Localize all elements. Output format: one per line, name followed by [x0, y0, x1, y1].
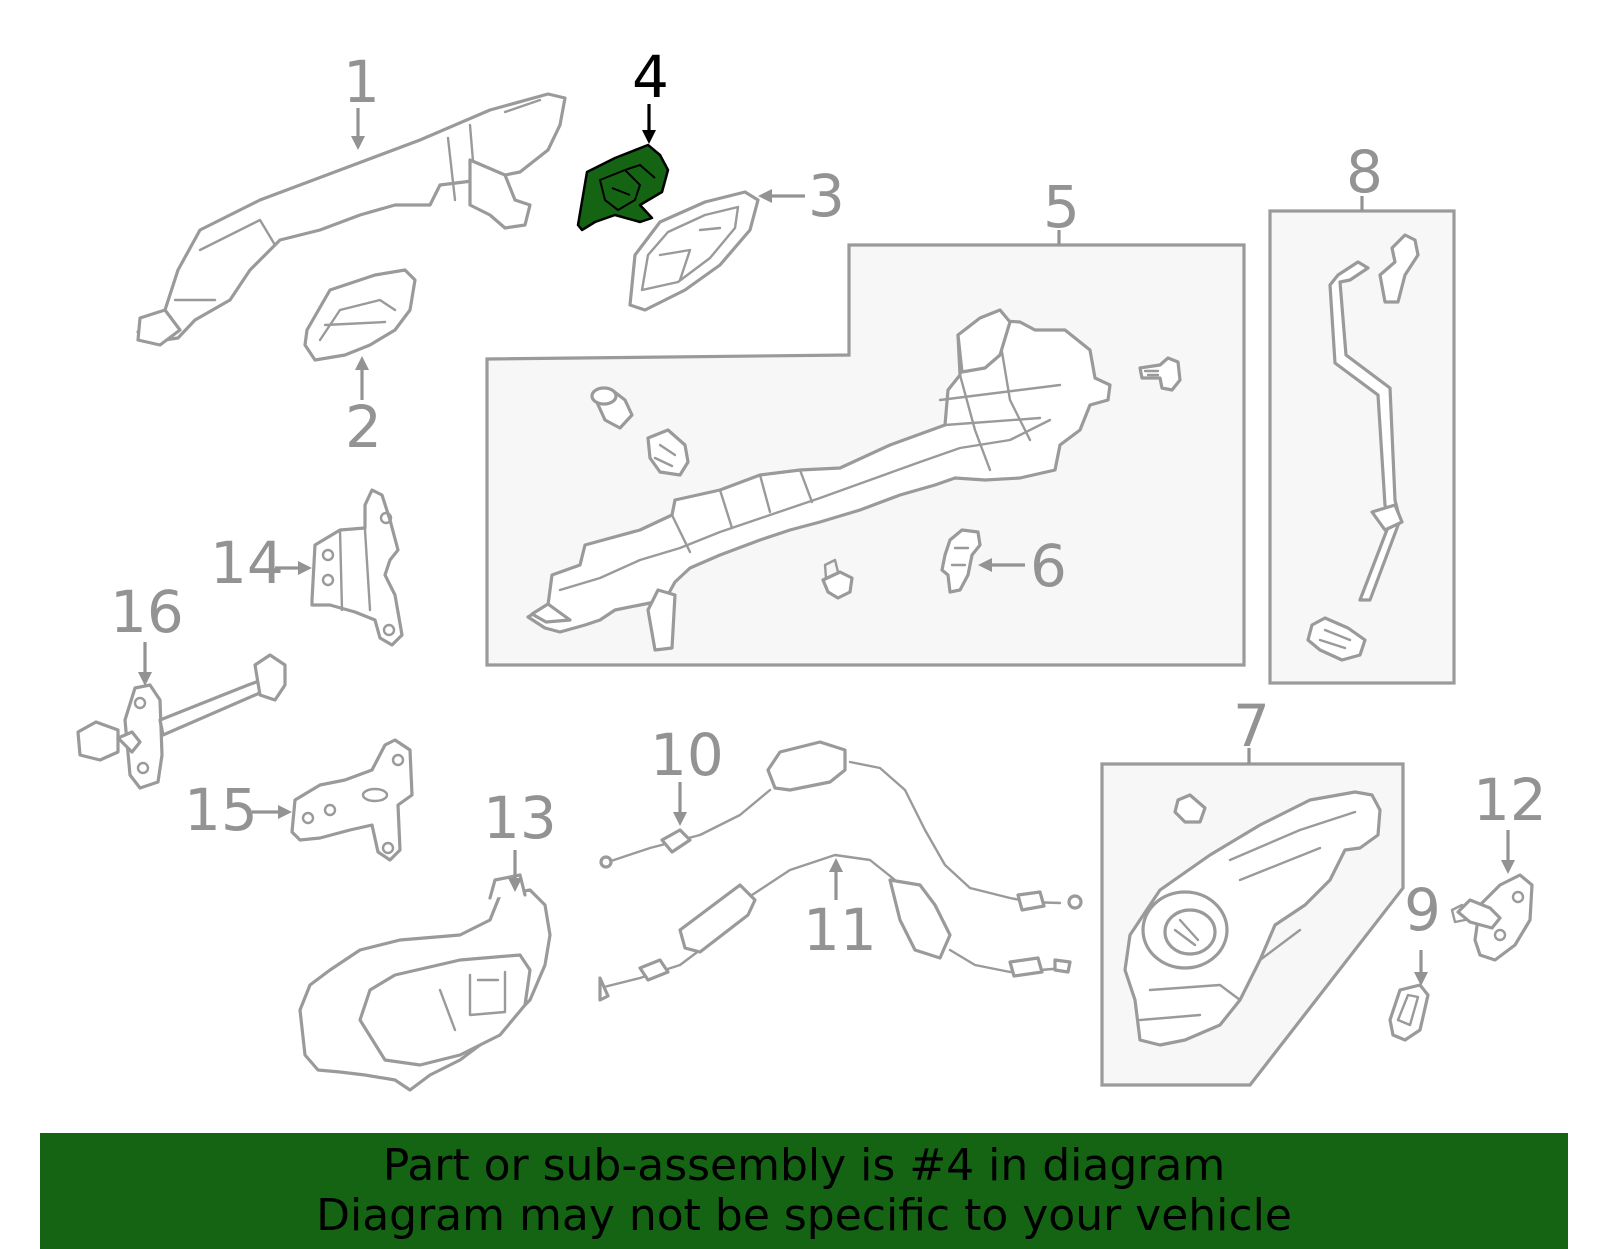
part-4-handle-cap[interactable]	[576, 143, 670, 232]
callout-14: 14	[210, 529, 284, 597]
callout-7: 7	[1233, 692, 1270, 760]
callout-12: 12	[1473, 766, 1547, 834]
callout-13: 13	[483, 784, 557, 852]
callout-6: 6	[1030, 532, 1067, 600]
info-banner: Part or sub-assembly is #4 in diagram Di…	[40, 1133, 1568, 1249]
callout-2: 2	[345, 393, 382, 461]
callout-8: 8	[1346, 138, 1383, 206]
subassembly-box-8	[1268, 209, 1456, 685]
fastener-screw-a	[1138, 356, 1182, 392]
callout-4: 4	[632, 43, 669, 111]
callout-10: 10	[650, 721, 724, 789]
part-13-inside-handle[interactable]	[298, 873, 552, 1092]
arrow-12	[1501, 830, 1515, 874]
arrow-1	[351, 108, 365, 150]
arrow-14	[275, 561, 312, 575]
part-9-striker-cover[interactable]	[1388, 983, 1430, 1042]
part-16-door-check[interactable]	[76, 653, 287, 790]
part-6-retainer[interactable]	[940, 528, 982, 594]
part-7-door-latch[interactable]	[1123, 790, 1382, 1047]
fastener-clip-a	[590, 386, 634, 430]
part-1-outside-handle[interactable]	[136, 92, 567, 347]
banner-line-1: Part or sub-assembly is #4 in diagram	[382, 1140, 1226, 1191]
fastener-clip-b	[646, 428, 690, 477]
part-11-cable[interactable]	[598, 853, 1072, 1002]
part-10-cable[interactable]	[599, 740, 1083, 912]
part-15-hinge[interactable]	[290, 738, 414, 862]
arrow-16	[138, 642, 152, 686]
callout-3: 3	[808, 162, 845, 230]
part-3-gasket[interactable]	[628, 190, 760, 312]
arrow-2	[355, 356, 369, 400]
arrow-10	[673, 782, 687, 826]
arrow-11	[829, 858, 843, 900]
fastener-screw-b	[821, 558, 854, 600]
callout-11: 11	[803, 896, 877, 964]
arrow-3	[758, 189, 805, 203]
callout-9: 9	[1404, 876, 1441, 944]
arrow-4	[642, 104, 656, 144]
callout-1: 1	[343, 48, 380, 116]
part-5-handle-frame[interactable]	[526, 308, 1112, 652]
callout-15: 15	[184, 776, 258, 844]
banner-line-2: Diagram may not be specific to your vehi…	[316, 1190, 1292, 1241]
arrow-9	[1414, 950, 1428, 986]
arrow-6	[978, 558, 1025, 572]
part-2-handle-bezel[interactable]	[303, 268, 417, 362]
part-8-rod-assembly[interactable]	[1306, 233, 1420, 662]
part-12-striker[interactable]	[1450, 873, 1534, 962]
arrow-15	[252, 805, 292, 819]
arrow-13	[508, 850, 522, 892]
part-14-hinge[interactable]	[310, 488, 404, 647]
callout-5: 5	[1043, 173, 1080, 241]
callout-16: 16	[110, 578, 184, 646]
